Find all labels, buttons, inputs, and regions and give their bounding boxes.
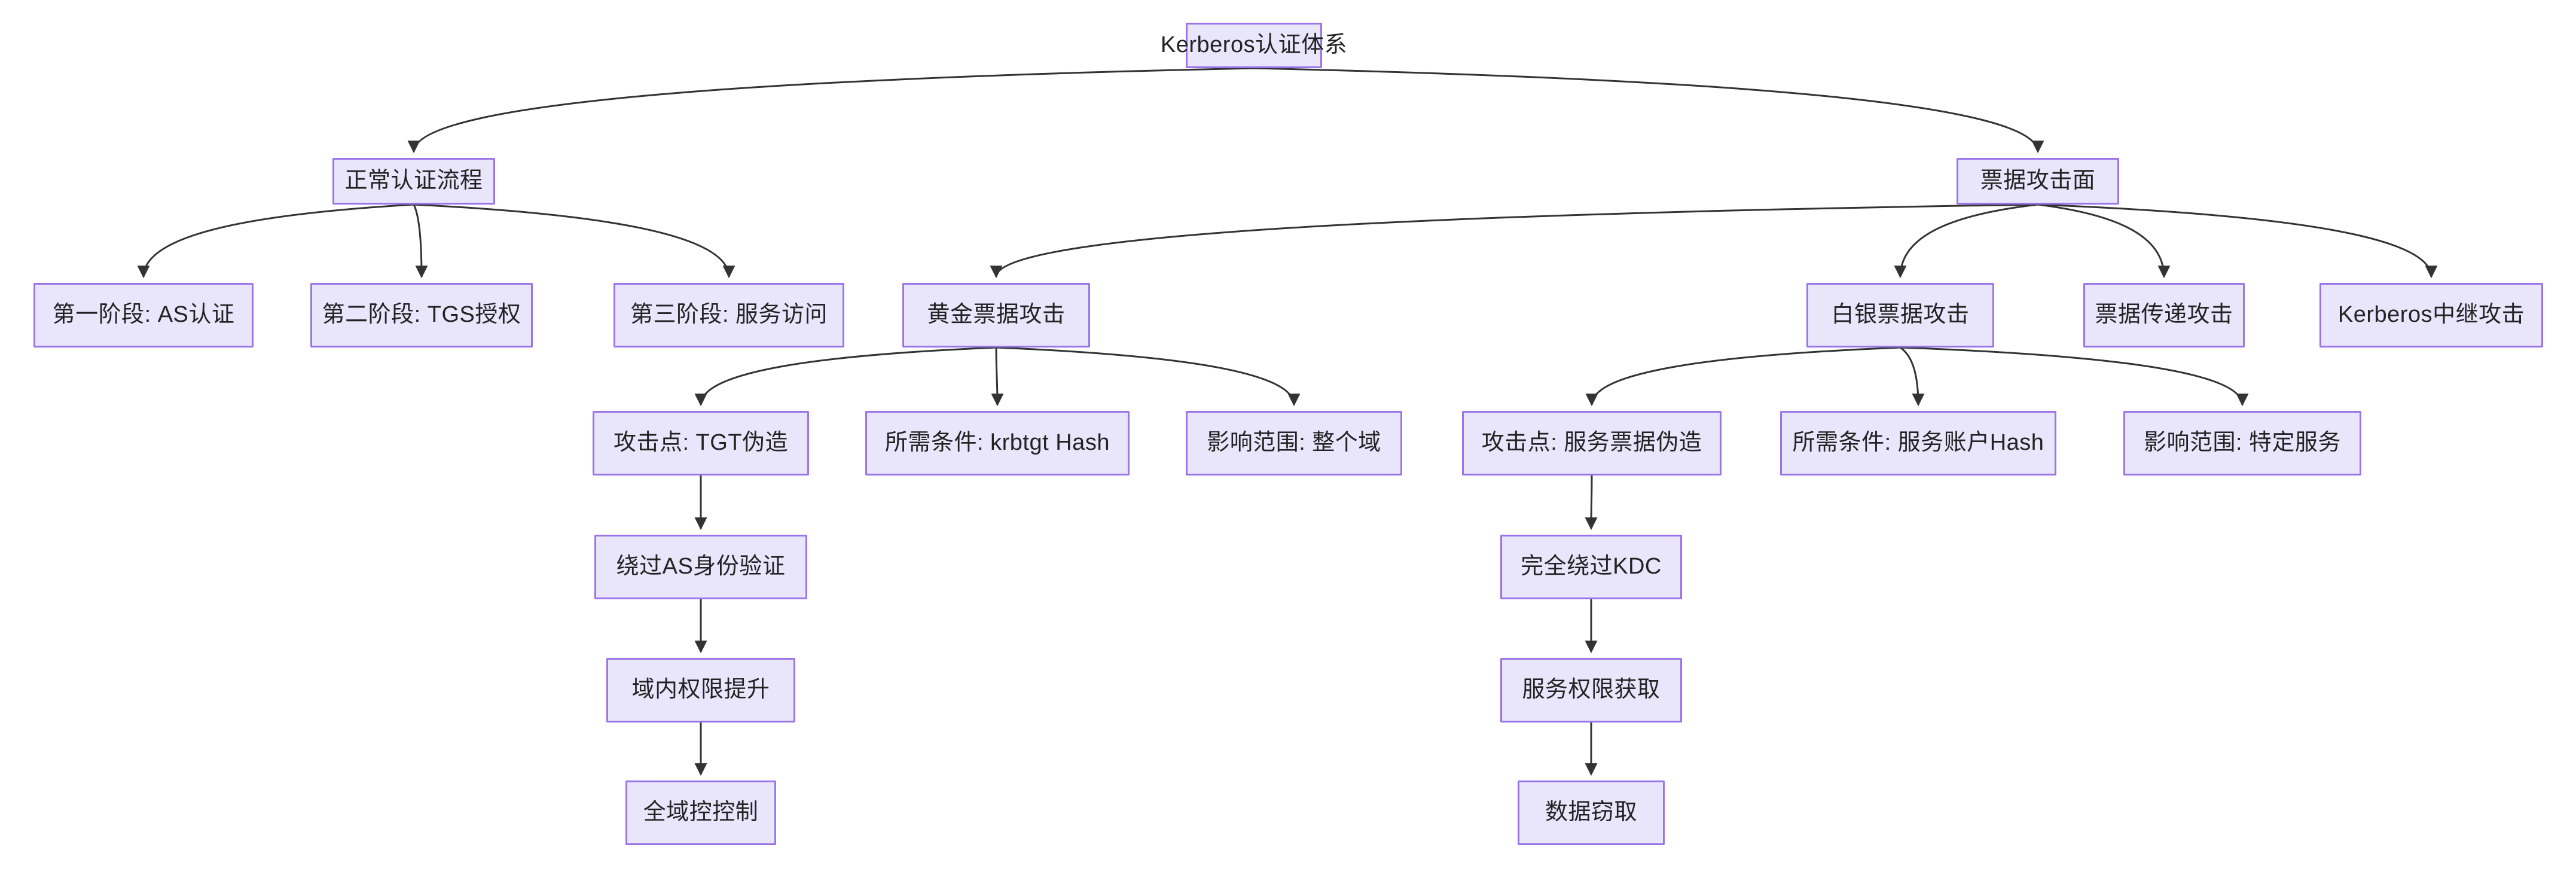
edge-silver-to-s_cond <box>1900 346 1925 407</box>
flow-node-s_data[interactable]: 数据窃取 <box>1518 781 1665 845</box>
flow-node-label: 第一阶段: AS认证 <box>52 302 235 328</box>
flow-node-phase2[interactable]: 第二阶段: TGS授权 <box>310 283 533 347</box>
flow-node-g_cond[interactable]: 所需条件: krbtgt Hash <box>865 411 1130 475</box>
flow-node-label: 绕过AS身份验证 <box>616 554 786 580</box>
flow-node-s_kdc[interactable]: 完全绕过KDC <box>1500 535 1682 599</box>
flow-node-label: 第三阶段: 服务访问 <box>630 302 828 328</box>
flow-node-label: 域内权限提升 <box>631 677 770 703</box>
edge-golden-to-g_point <box>694 346 997 407</box>
flow-node-silver[interactable]: 白银票据攻击 <box>1806 283 1994 347</box>
edge-root-to-surface <box>1253 67 2044 154</box>
edge-normal-to-phase2 <box>413 204 428 279</box>
flow-node-label: 完全绕过KDC <box>1521 554 1662 580</box>
flow-node-ptt[interactable]: 票据传递攻击 <box>2083 283 2245 347</box>
flow-node-label: 服务权限获取 <box>1522 677 1661 703</box>
flow-node-surface[interactable]: 票据攻击面 <box>1957 158 2119 205</box>
flow-node-label: 全域控控制 <box>643 800 759 825</box>
flow-node-golden[interactable]: 黄金票据攻击 <box>902 283 1090 347</box>
flow-node-label: 正常认证流程 <box>344 168 483 194</box>
edge-silver-to-s_point <box>1585 346 1901 407</box>
flow-node-label: 所需条件: krbtgt Hash <box>885 430 1110 456</box>
edge-golden-to-g_cond <box>991 347 1004 407</box>
flow-node-phase1[interactable]: 第一阶段: AS认证 <box>33 283 254 347</box>
flow-node-label: 白银票据攻击 <box>1831 302 1970 328</box>
flow-node-s_cond[interactable]: 所需条件: 服务账户Hash <box>1780 411 2056 475</box>
flow-node-s_point[interactable]: 攻击点: 服务票据伪造 <box>1462 411 1722 475</box>
flow-node-label: 第二阶段: TGS授权 <box>322 302 521 328</box>
flow-node-label: 黄金票据攻击 <box>927 302 1066 328</box>
flow-node-relay[interactable]: Kerberos中继攻击 <box>2319 283 2543 347</box>
flow-node-s_scope[interactable]: 影响范围: 特定服务 <box>2123 411 2361 475</box>
flow-node-label: 攻击点: 服务票据伪造 <box>1481 430 1702 456</box>
flow-node-label: Kerberos中继攻击 <box>2337 302 2525 328</box>
edge-normal-to-phase3 <box>413 203 735 279</box>
flow-node-label: 影响范围: 特定服务 <box>2143 430 2342 456</box>
edge-root-to-normal <box>407 67 1255 154</box>
flow-node-root[interactable]: Kerberos认证体系 <box>1161 23 1347 68</box>
flow-node-normal[interactable]: 正常认证流程 <box>332 158 495 205</box>
flow-node-g_priv[interactable]: 域内权限提升 <box>606 658 795 722</box>
edge-s_point-to-s_kdc <box>1585 475 1598 531</box>
flow-node-phase3[interactable]: 第三阶段: 服务访问 <box>614 283 844 347</box>
flow-node-label: Kerberos认证体系 <box>1160 32 1348 58</box>
flow-node-label: 攻击点: TGT伪造 <box>613 430 789 456</box>
edge-golden-to-g_scope <box>996 346 1301 407</box>
flow-node-label: 票据传递攻击 <box>2095 302 2233 328</box>
flow-node-g_control[interactable]: 全域控控制 <box>625 781 776 845</box>
flow-node-s_perm[interactable]: 服务权限获取 <box>1500 658 1682 722</box>
flow-node-label: 票据攻击面 <box>1980 168 2096 194</box>
edge-normal-to-phase1 <box>137 203 414 279</box>
edge-surface-to-ptt <box>2037 203 2171 279</box>
flow-node-g_scope[interactable]: 影响范围: 整个域 <box>1186 411 1402 475</box>
flow-node-label: 影响范围: 整个域 <box>1207 430 1381 456</box>
edge-surface-to-golden <box>990 203 2038 279</box>
flow-node-label: 所需条件: 服务账户Hash <box>1792 430 2044 456</box>
edge-silver-to-s_scope <box>1900 346 2249 407</box>
edge-surface-to-silver <box>1894 203 2038 279</box>
flow-node-g_bypass[interactable]: 绕过AS身份验证 <box>594 535 807 599</box>
flow-node-g_point[interactable]: 攻击点: TGT伪造 <box>593 411 809 475</box>
edge-surface-to-relay <box>2037 203 2438 279</box>
flow-node-label: 数据窃取 <box>1545 800 1637 825</box>
